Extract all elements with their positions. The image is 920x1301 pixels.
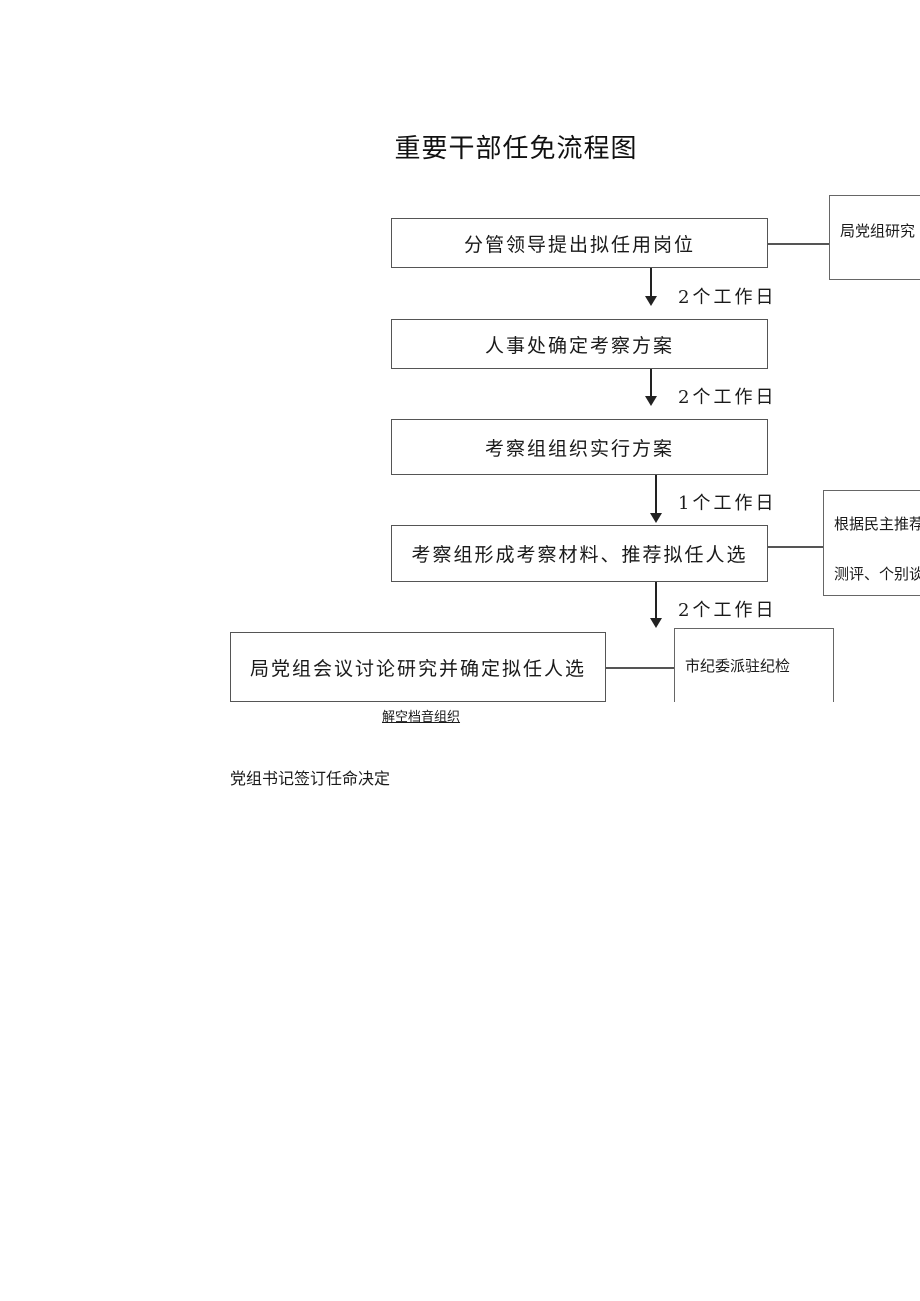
side-note-party-group: 局党组研究 (829, 195, 920, 280)
step-party-meeting: 局党组会议讨论研究并确定拟任人选 (230, 632, 606, 702)
step-label-2: 人事处确定考察方案 (484, 334, 674, 357)
step-execute-plan: 考察组组织实行方案 (391, 419, 768, 475)
step-form-materials: 考察组形成考察材料、推荐拟任人选 (391, 525, 768, 582)
arrow-down-2 (645, 369, 657, 406)
arrow-down-3 (650, 475, 662, 523)
duration-label-3: 1个工作日 (678, 493, 777, 514)
side-note-discipline: 市纪委派驻纪检 (674, 628, 834, 702)
side-note-discipline-line1: 市纪委派驻纪检 (685, 657, 791, 675)
side-note-democratic-line1: 根据民主推荐 (834, 515, 920, 533)
step-label-4: 考察组形成考察材料、推荐拟任人选 (411, 544, 748, 566)
step-plan-inspection: 人事处确定考察方案 (391, 319, 768, 369)
page-title: 重要干部任免流程图 (394, 134, 638, 164)
side-note-democratic: 根据民主推荐 测评、个别谈 (823, 490, 920, 596)
footnote-sign-decision: 党组书记签订任命决定 (230, 769, 391, 788)
step-label-3: 考察组组织实行方案 (484, 437, 674, 460)
side-note-party-group-line1: 局党组研究 (840, 222, 916, 240)
connector-line-5 (606, 667, 675, 669)
duration-label-1: 2个工作日 (678, 287, 777, 308)
step-label-1: 分管领导提出拟任用岗位 (463, 233, 695, 256)
step-propose-position: 分管领导提出拟任用岗位 (391, 218, 768, 268)
duration-label-4: 2个工作日 (678, 600, 777, 621)
arrow-down-4 (650, 582, 662, 628)
duration-label-2: 2个工作日 (678, 387, 777, 408)
footnote-archive: 解空档音组织 (382, 710, 461, 725)
connector-line-1 (768, 243, 830, 245)
arrow-down-1 (645, 268, 657, 306)
side-note-democratic-line2: 测评、个别谈 (834, 565, 920, 583)
connector-line-4 (768, 546, 824, 548)
step-label-5: 局党组会议讨论研究并确定拟任人选 (249, 657, 586, 680)
